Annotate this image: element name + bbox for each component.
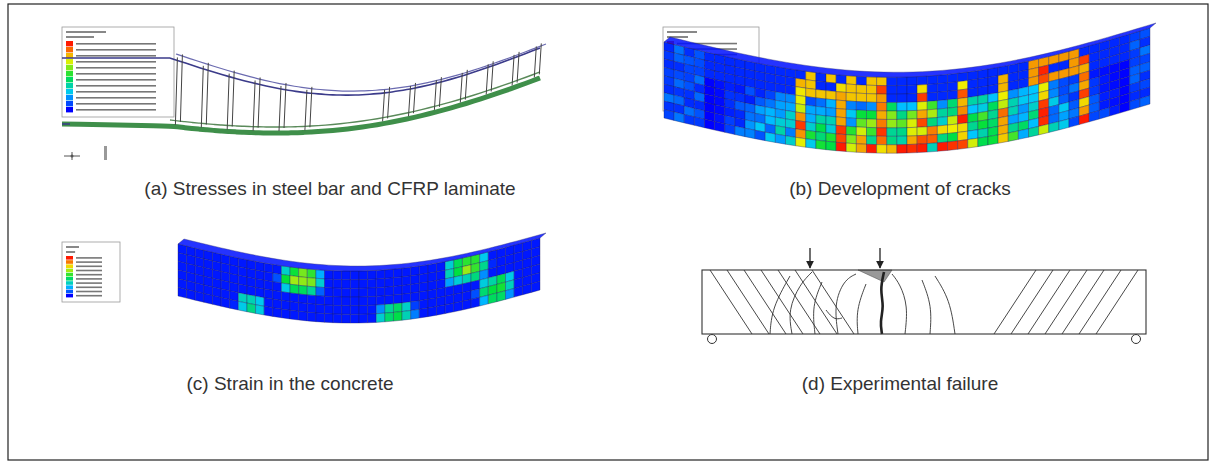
- contour-legend: [62, 27, 174, 117]
- caption-slot: (d) Experimental failure: [802, 373, 998, 396]
- reinforcement-model: [62, 43, 546, 133]
- figure-frame: [8, 4, 1208, 460]
- crack-contour-beam: [664, 23, 1156, 153]
- caption-slot: (b) Development of cracks: [789, 178, 1011, 201]
- caption-slot: (a) Stresses in steel bar and CFRP lamin…: [144, 178, 515, 201]
- axis-triad: [64, 146, 107, 160]
- strain-contour-beam: [178, 233, 546, 323]
- panel-caption: (c) Strain in the concrete: [187, 373, 394, 396]
- panel-caption: (d) Experimental failure: [802, 373, 998, 396]
- failed-beam-sketch: [702, 248, 1146, 344]
- contour-legend: [62, 242, 120, 302]
- panel-caption: (b) Development of cracks: [789, 178, 1011, 201]
- caption-slot: (c) Strain in the concrete: [187, 373, 394, 396]
- panel-caption: (a) Stresses in steel bar and CFRP lamin…: [144, 178, 515, 201]
